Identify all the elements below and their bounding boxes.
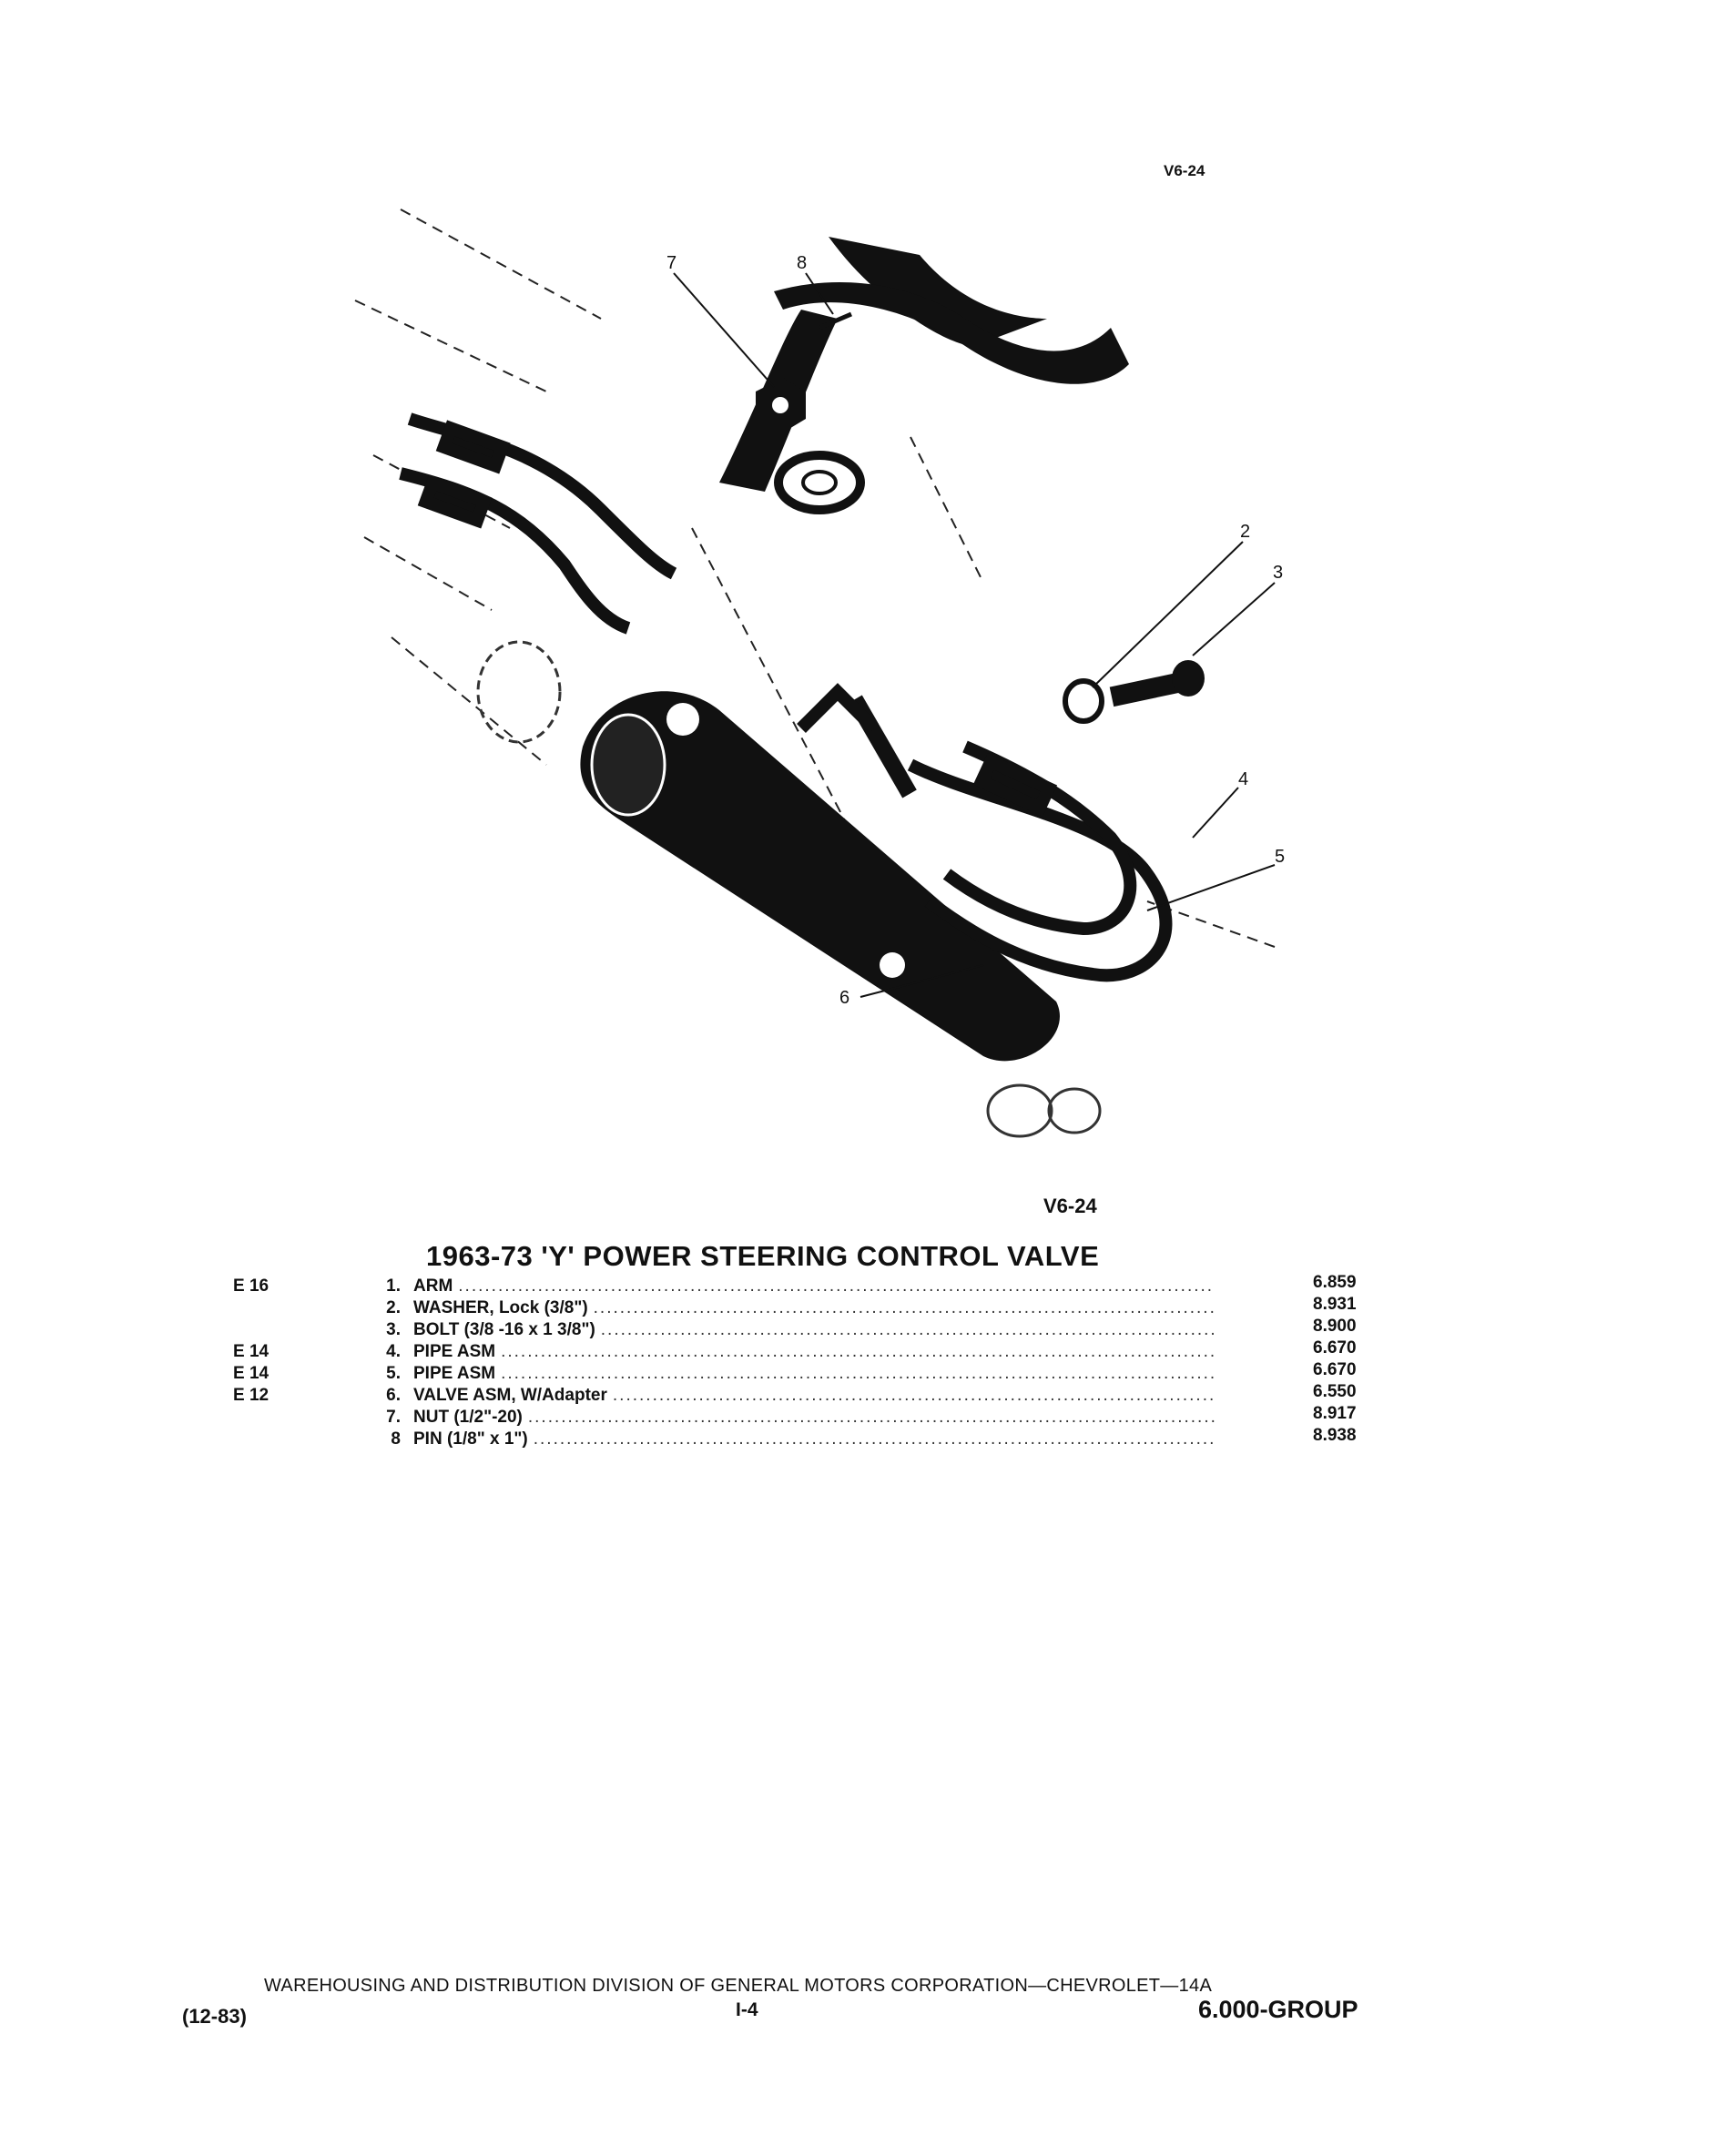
part-number: 8.938 xyxy=(1313,1426,1357,1445)
item-number: 4. xyxy=(386,1342,401,1361)
diagram-code-bottom: V6-24 xyxy=(1043,1195,1097,1217)
callout-2: 2 xyxy=(1240,522,1250,542)
page-title: 1963-73 'Y' POWER STEERING CONTROL VALVE xyxy=(426,1240,1100,1272)
upper-pipes xyxy=(399,412,677,635)
parts-row: 7. NUT (1/2"-20) 8.917 xyxy=(233,1404,1380,1429)
exploded-parts-diagram: 7 8 2 3 4 5 6 xyxy=(354,208,1285,1138)
leader-lines xyxy=(673,272,1276,998)
part-number: 6.670 xyxy=(1313,1338,1357,1358)
parts-row: E 16 1. ARM 6.859 xyxy=(233,1273,1380,1298)
item-number: 1. xyxy=(386,1276,401,1296)
callout-7: 7 xyxy=(666,253,676,273)
item-description: BOLT (3/8 -16 x 1 3/8") xyxy=(413,1320,1215,1340)
item-number: 7. xyxy=(386,1408,401,1427)
callout-8: 8 xyxy=(797,253,807,273)
part-number: 8.917 xyxy=(1313,1404,1357,1423)
callout-3: 3 xyxy=(1273,563,1283,583)
item-number: 3. xyxy=(386,1320,401,1339)
footer-division-line: WAREHOUSING AND DISTRIBUTION DIVISION OF… xyxy=(264,1976,1213,1996)
footer-date: (12-83) xyxy=(182,2005,247,2028)
bolt-part xyxy=(1109,660,1205,707)
group-code: E 12 xyxy=(233,1386,270,1405)
item-number: 6. xyxy=(386,1386,401,1405)
parts-row: E 12 6. VALVE ASM, W/Adapter 6.550 xyxy=(233,1382,1380,1408)
part-number: 8.931 xyxy=(1313,1295,1357,1314)
parts-row: 8 PIN (1/8" x 1") 8.938 xyxy=(233,1426,1380,1451)
callout-6: 6 xyxy=(839,988,849,1008)
parts-list: E 16 1. ARM 6.859 2. WASHER, Lock (3/8")… xyxy=(233,1273,1380,1451)
diagram-code-top: V6-24 xyxy=(1164,162,1205,179)
adapter-outline xyxy=(476,640,562,744)
item-description: VALVE ASM, W/Adapter xyxy=(413,1386,1215,1406)
item-number: 2. xyxy=(386,1298,401,1317)
lower-fitting xyxy=(986,1083,1102,1138)
footer-group: 6.000-GROUP xyxy=(1198,1996,1358,2023)
valve-assembly xyxy=(580,683,1060,1062)
part-number: 6.859 xyxy=(1313,1273,1357,1292)
footer-page-number: I-4 xyxy=(736,1999,758,2020)
item-description: PIPE ASM xyxy=(413,1342,1215,1362)
parts-row: E 14 4. PIPE ASM 6.670 xyxy=(233,1338,1380,1364)
nut-part xyxy=(756,378,806,432)
item-description: PIN (1/8" x 1") xyxy=(413,1429,1215,1449)
item-description: WASHER, Lock (3/8") xyxy=(413,1298,1215,1318)
item-number: 5. xyxy=(386,1364,401,1383)
item-description: ARM xyxy=(413,1276,1215,1297)
u-pipes xyxy=(907,740,1173,982)
part-number: 6.670 xyxy=(1313,1360,1357,1379)
parts-row: 3. BOLT (3/8 -16 x 1 3/8") 8.900 xyxy=(233,1317,1380,1342)
item-description: PIPE ASM xyxy=(413,1364,1215,1384)
group-code: E 16 xyxy=(233,1276,270,1296)
parts-row: 2. WASHER, Lock (3/8") 8.931 xyxy=(233,1295,1380,1320)
group-code: E 14 xyxy=(233,1364,270,1383)
item-number: 8 xyxy=(391,1429,401,1449)
arm-part xyxy=(719,237,1129,514)
callout-5: 5 xyxy=(1275,847,1285,867)
part-number: 6.550 xyxy=(1313,1382,1357,1401)
part-number: 8.900 xyxy=(1313,1317,1357,1336)
washer-part xyxy=(1063,678,1104,724)
group-code: E 14 xyxy=(233,1342,270,1361)
parts-row: E 14 5. PIPE ASM 6.670 xyxy=(233,1360,1380,1386)
callout-4: 4 xyxy=(1238,769,1248,789)
item-description: NUT (1/2"-20) xyxy=(413,1408,1215,1428)
pin-part xyxy=(819,311,852,331)
